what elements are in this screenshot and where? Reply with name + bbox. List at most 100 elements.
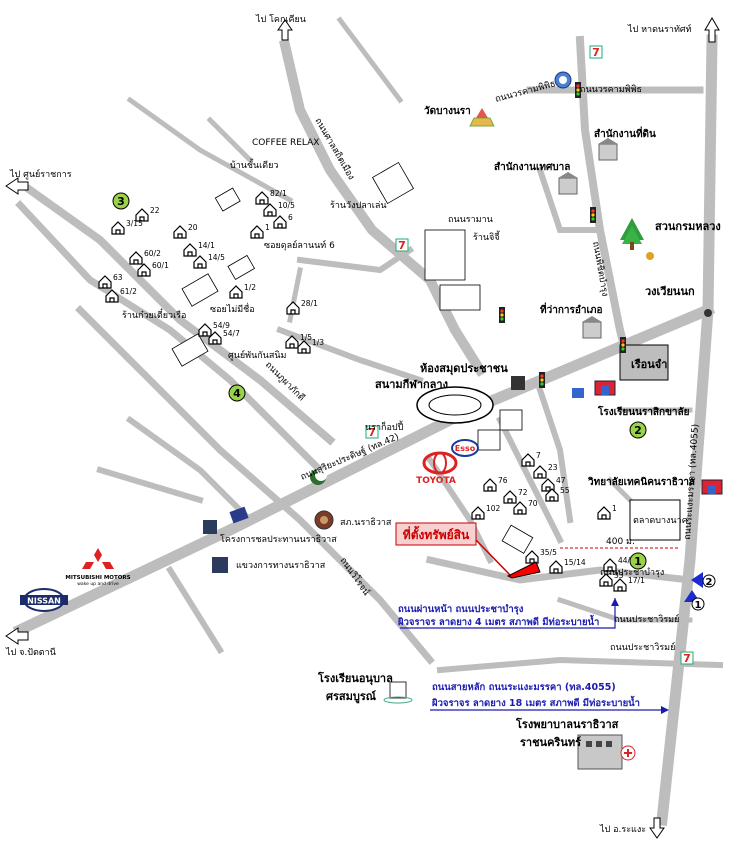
label-kindergarten-a: โรงเรียนอนุบาล <box>317 671 393 686</box>
house-icon: 1/2 <box>229 283 256 299</box>
road-label-pracha-bamrung: ถนนประชาบำรุง <box>600 567 664 578</box>
label-school: โรงเรียนนราสิกขาลัย <box>597 405 690 418</box>
front-road-line2: ผิวจราจร ลาดยาง 4 เมตร สภาพดี มีท่อระบาย… <box>398 614 600 628</box>
house-icon: 70 <box>513 499 538 515</box>
house-icon: 1 <box>250 223 270 239</box>
house-icon: 61/2 <box>105 287 137 303</box>
house-icon: 55 <box>545 486 570 502</box>
shop-icon <box>229 506 249 524</box>
road-soi-i <box>296 245 415 274</box>
house-number: 28/1 <box>301 299 318 308</box>
school-icon <box>701 479 723 495</box>
house-number: 23 <box>548 463 558 472</box>
house-icon: 14/1 <box>183 241 215 257</box>
label-thi-din: สำนักงานที่ดิน <box>594 126 656 140</box>
dir-khok-kian: ไป โคกเคียน <box>255 14 306 25</box>
svg-text:7: 7 <box>592 46 600 59</box>
house-number: 35/5 <box>540 548 557 557</box>
road-pracharomya <box>436 656 724 674</box>
subject-pointer <box>475 539 511 576</box>
seven-eleven-icon: 7 <box>589 45 603 59</box>
view-arrow-icon: 1 <box>684 590 705 611</box>
road-soi-c <box>125 415 255 525</box>
house-number: 7 <box>536 451 541 460</box>
front-road-line1: ถนนผ่านหน้า ถนนประชาบำรุง <box>398 603 524 615</box>
label-prison: เรือนจำ <box>631 358 667 371</box>
view-arrow-markers: 2 1 <box>684 572 716 611</box>
house-number: 22 <box>150 206 160 215</box>
house-number: 15/14 <box>564 558 586 567</box>
road-soi-n <box>336 16 404 104</box>
house-number: 63 <box>113 273 123 282</box>
house-number: 54/9 <box>213 321 230 330</box>
seven-eleven-icon: 7 <box>365 425 379 439</box>
road-rangaemanka <box>655 34 718 827</box>
road-soi-l <box>126 96 294 204</box>
house-number: 72 <box>518 488 528 497</box>
label-hospital-b: ราชนครินทร์ <box>520 736 581 749</box>
road-label-warakham: ถนนวรคามพิพิธ <box>580 84 642 95</box>
seven-eleven-icon: 7 <box>395 238 409 252</box>
dir-rangae: ไป อ.ระแงะ <box>599 824 646 835</box>
seven-eleven-icons: 7 7 7 7 <box>365 45 694 665</box>
dir-hat-narathat: ไป หาดนราทัศท์ <box>627 23 692 35</box>
road-sansatitmuang <box>279 39 487 377</box>
house-number: 14/1 <box>198 241 215 250</box>
house-icon: 47 <box>541 476 566 492</box>
house-number: 6 <box>288 213 293 222</box>
label-coffee: COFFEE RELAX <box>252 138 319 148</box>
main-road-line1: ถนนสายหลัก ถนนระแงะมรรคา (ทล.4055) <box>432 682 616 693</box>
library-icon <box>511 376 525 390</box>
house-markers: 22203/1560/260/16361/214/114/554/954/782… <box>98 189 645 592</box>
house-number: 17/1 <box>628 576 645 585</box>
school-icon <box>594 380 616 396</box>
label-khwaeng: แขวงการทางนราธิวาส <box>236 560 326 571</box>
house-icon: 72 <box>503 488 528 504</box>
house-icon: 82/1 <box>255 189 287 205</box>
svg-text:4: 4 <box>233 387 241 400</box>
label-copy: นราก็อปปี้ <box>365 420 404 433</box>
svg-text:2: 2 <box>634 424 642 437</box>
road-network <box>12 16 724 827</box>
house-icon: 60/1 <box>137 261 169 277</box>
house-icon: 7 <box>521 451 541 467</box>
office-icon <box>212 557 228 573</box>
temple-icon <box>469 108 495 127</box>
traffic-lights <box>499 82 626 388</box>
arrow-up-icon <box>277 19 293 41</box>
market-block <box>629 499 681 541</box>
road-label-soi-mai-ruen: ซอยไม่มีชื่อ <box>210 302 255 315</box>
label-hospital-a: โรงพยาบาลนราธิวาส <box>515 717 619 731</box>
house-icon: 17/1 <box>613 576 645 592</box>
arrow-down-icon <box>649 817 665 839</box>
house-icon: 15/14 <box>549 558 586 574</box>
svg-text:400 ม.: 400 ม. <box>606 537 635 547</box>
house-number: 1 <box>612 504 617 513</box>
house-icon: 1 <box>597 504 617 520</box>
house-icon: 3/15 <box>111 219 143 235</box>
road-soi-d <box>96 466 204 504</box>
mitsubishi-logo: MITSUBISHI MOTORS wake up and drive <box>65 548 131 587</box>
house-icon: 1/5 <box>285 333 312 349</box>
traffic-light-icon <box>499 307 505 323</box>
house-icon: 14/5 <box>193 253 225 269</box>
distance-indicator: 400 ม. <box>560 537 678 549</box>
view-arrow-icon: 2 <box>691 572 716 588</box>
house-icon: 60/2 <box>129 249 161 265</box>
house-icon: 1/3 <box>297 338 324 354</box>
marker-2: 2 <box>629 421 647 439</box>
office-icon <box>203 520 217 534</box>
arrow-left-icon <box>5 627 29 645</box>
traffic-light-icon <box>590 207 596 223</box>
label-kuaitiao: ร้านก๋วยเตี๋ยวเรือ <box>122 308 186 321</box>
svg-text:1: 1 <box>695 600 702 611</box>
road-soi-j <box>276 326 424 384</box>
nissan-logo: NISSAN <box>20 588 68 612</box>
road-label-raman: ถนนรามาน <box>448 215 493 225</box>
road-soi-a <box>15 200 325 475</box>
svg-text:MITSUBISHI MOTORS: MITSUBISHI MOTORS <box>65 575 130 581</box>
house-icon: 102 <box>471 504 501 520</box>
direction-arrows <box>5 17 720 839</box>
label-wat: วัดบางนรา <box>424 105 471 117</box>
house-number: 1 <box>265 223 270 232</box>
